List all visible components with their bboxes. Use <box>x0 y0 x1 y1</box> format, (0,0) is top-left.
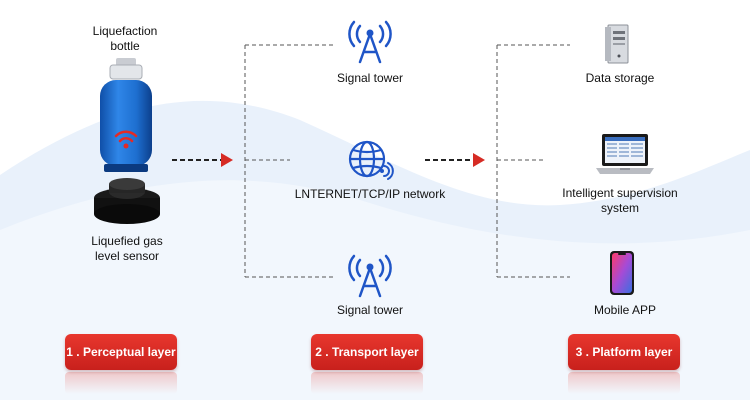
gas-bottle-icon <box>100 58 152 172</box>
sensor-label-line1: Liquefied gas <box>91 234 163 248</box>
network-label: LNTERNET/TCP/IP network <box>294 187 446 201</box>
signal-tower-bottom-label: Signal tower <box>336 303 404 317</box>
supervision-label: Intelligent supervision system <box>550 186 690 216</box>
level-sensor-icon <box>94 178 160 224</box>
perceptual-layer-badge: 1 . Perceptual layer <box>65 334 177 370</box>
arrow-perceptual-to-transport <box>172 153 233 167</box>
perceptual-layer-reflection <box>65 372 177 394</box>
supervision-label-line1: Intelligent supervision <box>562 186 678 200</box>
supervision-label-line2: system <box>600 201 639 215</box>
bottle-label-line2: bottle <box>110 39 140 53</box>
laptop-icon <box>596 134 654 174</box>
signal-tower-top-label: Signal tower <box>336 71 404 85</box>
data-storage-label: Data storage <box>585 71 655 85</box>
platform-layer-badge: 3 . Platform layer <box>568 334 680 370</box>
network-globe-icon <box>348 140 394 180</box>
platform-layer-reflection <box>568 372 680 394</box>
sensor-label: Liquefied gas level sensor <box>72 234 182 264</box>
signal-tower-icon <box>348 254 392 298</box>
transport-layer-reflection <box>311 372 423 394</box>
mobile-app-label: Mobile APP <box>593 303 657 317</box>
bottle-label: Liquefaction bottle <box>80 24 170 54</box>
arrow-transport-to-platform <box>425 153 485 167</box>
bottle-label-line1: Liquefaction <box>92 24 158 38</box>
sensor-label-line2: level sensor <box>94 249 160 263</box>
server-icon <box>605 24 629 64</box>
signal-tower-icon <box>348 20 392 64</box>
transport-layer-badge: 2 . Transport layer <box>311 334 423 370</box>
mobile-phone-icon <box>610 251 634 295</box>
